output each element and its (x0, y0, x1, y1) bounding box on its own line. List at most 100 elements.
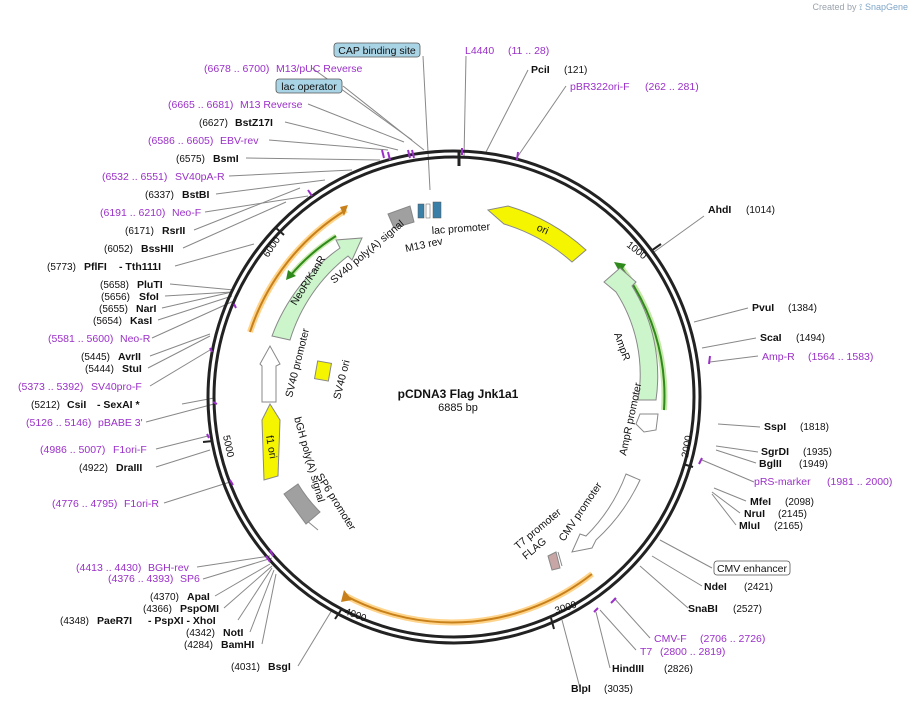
primer-range: (1564 .. 1583) (808, 351, 873, 363)
primer-range: (5373 .. 5392) (18, 381, 83, 393)
cmv-promoter-feature[interactable] (571, 473, 641, 553)
enzyme-name[interactable]: PaeR7I (97, 615, 132, 627)
primer-name[interactable]: Neo-R (120, 333, 151, 345)
primer-name[interactable]: pRS-marker (754, 476, 811, 488)
primer-name[interactable]: BGH-rev (148, 562, 190, 574)
enzyme-name[interactable]: HindIII (612, 663, 644, 675)
primer-range: (4986 .. 5007) (40, 444, 105, 456)
t7-promoter-feature[interactable] (557, 551, 563, 567)
enzyme-name[interactable]: BsgI (268, 661, 291, 673)
enzyme-name[interactable]: SfoI (139, 291, 159, 303)
lac-promoter-block[interactable] (432, 201, 442, 219)
enzyme-extra[interactable]: - SexAI * (97, 399, 141, 411)
enzyme-name[interactable]: ApaI (187, 591, 210, 603)
enzyme-pos: (4284) (184, 640, 213, 651)
enzyme-name[interactable]: PciI (531, 64, 550, 76)
cap-binding-site-box[interactable] (333, 42, 421, 58)
primer-name[interactable]: F1ori-R (124, 498, 159, 510)
primer-range: (6586 .. 6605) (148, 135, 213, 147)
primer-name[interactable]: SP6 (180, 573, 200, 585)
primer-name[interactable]: M13 Reverse (240, 99, 303, 111)
enzyme-labels-left: (6627) BstZ17I (6575) BsmI (6337) BstBI … (31, 117, 291, 673)
enzyme-name[interactable]: MfeI (750, 496, 771, 508)
neor-orf-arrowhead (340, 205, 348, 216)
enzyme-name[interactable]: PvuI (752, 302, 774, 314)
f1-ori-feature[interactable] (261, 402, 281, 481)
primer-name[interactable]: L4440 (465, 45, 494, 57)
enzyme-name[interactable]: BglII (759, 458, 782, 470)
enzyme-name[interactable]: BamHI (221, 639, 254, 651)
enzyme-name[interactable]: SspI (764, 421, 786, 433)
primer-name[interactable]: F1ori-F (113, 444, 147, 456)
enzyme-pos: (5658) (100, 280, 129, 291)
enzyme-name[interactable]: RsrII (162, 225, 185, 237)
f1-ori-label: f1 ori (263, 434, 279, 459)
primer-name[interactable]: Amp-R (762, 351, 795, 363)
enzyme-name[interactable]: BstZ17I (235, 117, 273, 129)
enzyme-name[interactable]: BlpI (571, 683, 591, 695)
enzyme-name[interactable]: SgrDI (761, 446, 789, 458)
enzyme-pos: (5212) (31, 400, 60, 411)
enzyme-name[interactable]: DraIII (116, 462, 142, 474)
bgh-polya-feature[interactable] (283, 483, 321, 525)
ori-label: ori (535, 222, 551, 238)
credit-brand: SnapGene (864, 2, 908, 12)
lac-operator-block[interactable] (417, 203, 425, 219)
sv40-polya-feature[interactable] (387, 205, 415, 229)
primer-name[interactable]: pBR322ori-F (570, 81, 630, 93)
primer-range: (4776 .. 4795) (52, 498, 117, 510)
cap-site-block[interactable] (425, 203, 431, 219)
enzyme-pos: (6052) (104, 244, 133, 255)
snapgene-credit: Created by ⟟ SnapGene (813, 2, 908, 13)
lac-promoter-label: lac promoter (431, 221, 491, 237)
enzyme-name[interactable]: NdeI (704, 581, 727, 593)
enzyme-name[interactable]: AvrII (118, 351, 141, 363)
primer-range: (4413 .. 4430) (76, 562, 141, 574)
primer-name[interactable]: Neo-F (172, 207, 201, 219)
cmv-enhancer-box[interactable] (713, 560, 791, 576)
sv40-ori-feature[interactable] (313, 360, 333, 382)
primer-name[interactable]: EBV-rev (220, 135, 259, 147)
insert-orf-arc (345, 573, 593, 624)
enzyme-pos: (4031) (231, 662, 260, 673)
primer-labels-right: L4440 (11 .. 28) pBR322ori-F (262 .. 281… (465, 45, 892, 658)
enzyme-name[interactable]: ScaI (760, 332, 782, 344)
plasmid-name: pCDNA3 Flag Jnk1a1 (398, 387, 519, 401)
enzyme-extra[interactable]: - PspXI - XhoI (148, 615, 216, 627)
ampr-promoter-feature[interactable] (635, 413, 659, 433)
primer-name[interactable]: pBABE 3' (98, 417, 143, 429)
enzyme-name[interactable]: NruI (744, 508, 765, 520)
primer-name[interactable]: SV40pA-R (175, 171, 225, 183)
neor-kanr-feature[interactable] (271, 237, 363, 341)
enzyme-pos: (5444) (85, 364, 114, 375)
primer-name[interactable]: CMV-F (654, 633, 687, 645)
enzyme-name[interactable]: PflFI (84, 261, 107, 273)
ampr-feature[interactable] (603, 267, 659, 401)
enzyme-name[interactable]: NotI (223, 627, 243, 639)
primer-range: (4376 .. 4393) (108, 573, 173, 585)
enzyme-extra[interactable]: - Tth111I (119, 261, 161, 273)
primer-name[interactable]: SV40pro-F (91, 381, 142, 393)
enzyme-name[interactable]: AhdI (708, 204, 731, 216)
enzyme-name[interactable]: NarI (136, 303, 157, 315)
enzyme-name[interactable]: BsmI (213, 153, 239, 165)
primer-name[interactable]: M13/pUC Reverse (276, 63, 363, 75)
sv40-promoter-feature[interactable] (259, 344, 281, 403)
enzyme-name[interactable]: KasI (130, 315, 152, 327)
ori-feature[interactable] (486, 205, 587, 263)
enzyme-pos: (2421) (744, 582, 773, 593)
cap-binding-site-label: CAP binding site (338, 45, 416, 57)
enzyme-name[interactable]: SnaBI (688, 603, 718, 615)
enzyme-name[interactable]: StuI (122, 363, 142, 375)
enzyme-name[interactable]: BssHII (141, 243, 174, 255)
flag-feature[interactable] (547, 551, 561, 571)
enzyme-name[interactable]: CsiI (67, 399, 86, 411)
enzyme-name[interactable]: PluTI (137, 279, 163, 291)
enzyme-name[interactable]: PspOMI (180, 603, 219, 615)
enzyme-name[interactable]: MluI (739, 520, 760, 532)
primer-name[interactable]: T7 (640, 646, 652, 658)
enzyme-pos: (1384) (788, 303, 817, 314)
lac-operator-box[interactable] (275, 78, 343, 94)
enzyme-pos: (6627) (199, 118, 228, 129)
enzyme-name[interactable]: BstBI (182, 189, 210, 201)
